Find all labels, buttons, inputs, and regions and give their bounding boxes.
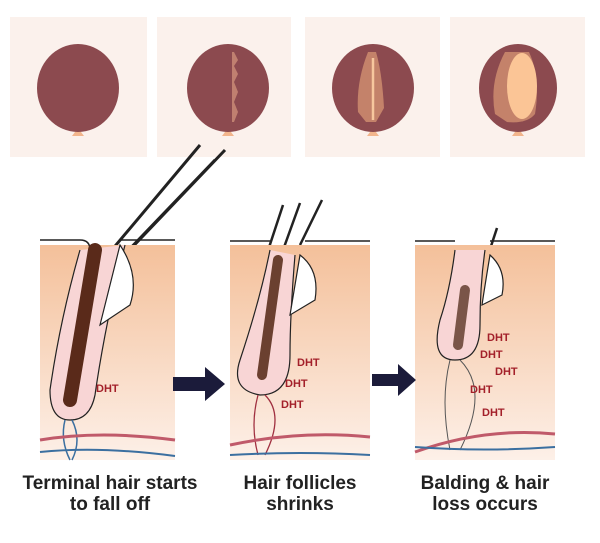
dht-label: DHT (96, 383, 119, 395)
dht-label: DHT (487, 332, 510, 344)
dht-label: DHT (281, 399, 304, 411)
dht-label: DHT (480, 349, 503, 361)
head-stage-3 (305, 17, 440, 157)
follicle-panel-3: DHT DHT DHT DHT DHT (414, 227, 556, 460)
dht-label: DHT (495, 366, 518, 378)
follicle-panel-1: DHT (39, 144, 227, 461)
follicle-panel-2: DHT DHT DHT (229, 199, 371, 460)
head-stage-4 (450, 17, 585, 157)
dht-label: DHT (285, 378, 308, 390)
dht-label: DHT (470, 384, 493, 396)
head-stage-2 (157, 17, 291, 157)
arrow-right-icon (173, 367, 225, 401)
dht-label: DHT (297, 357, 320, 369)
dht-label: DHT (482, 407, 505, 419)
arrow-right-icon (372, 364, 416, 396)
caption-stage-2: Hair follicles shrinks (243, 473, 357, 515)
caption-stage-3: Balding & hair loss occurs (420, 473, 550, 515)
head-stage-1 (10, 17, 147, 157)
caption-stage-1: Terminal hair starts to fall off (22, 473, 198, 515)
